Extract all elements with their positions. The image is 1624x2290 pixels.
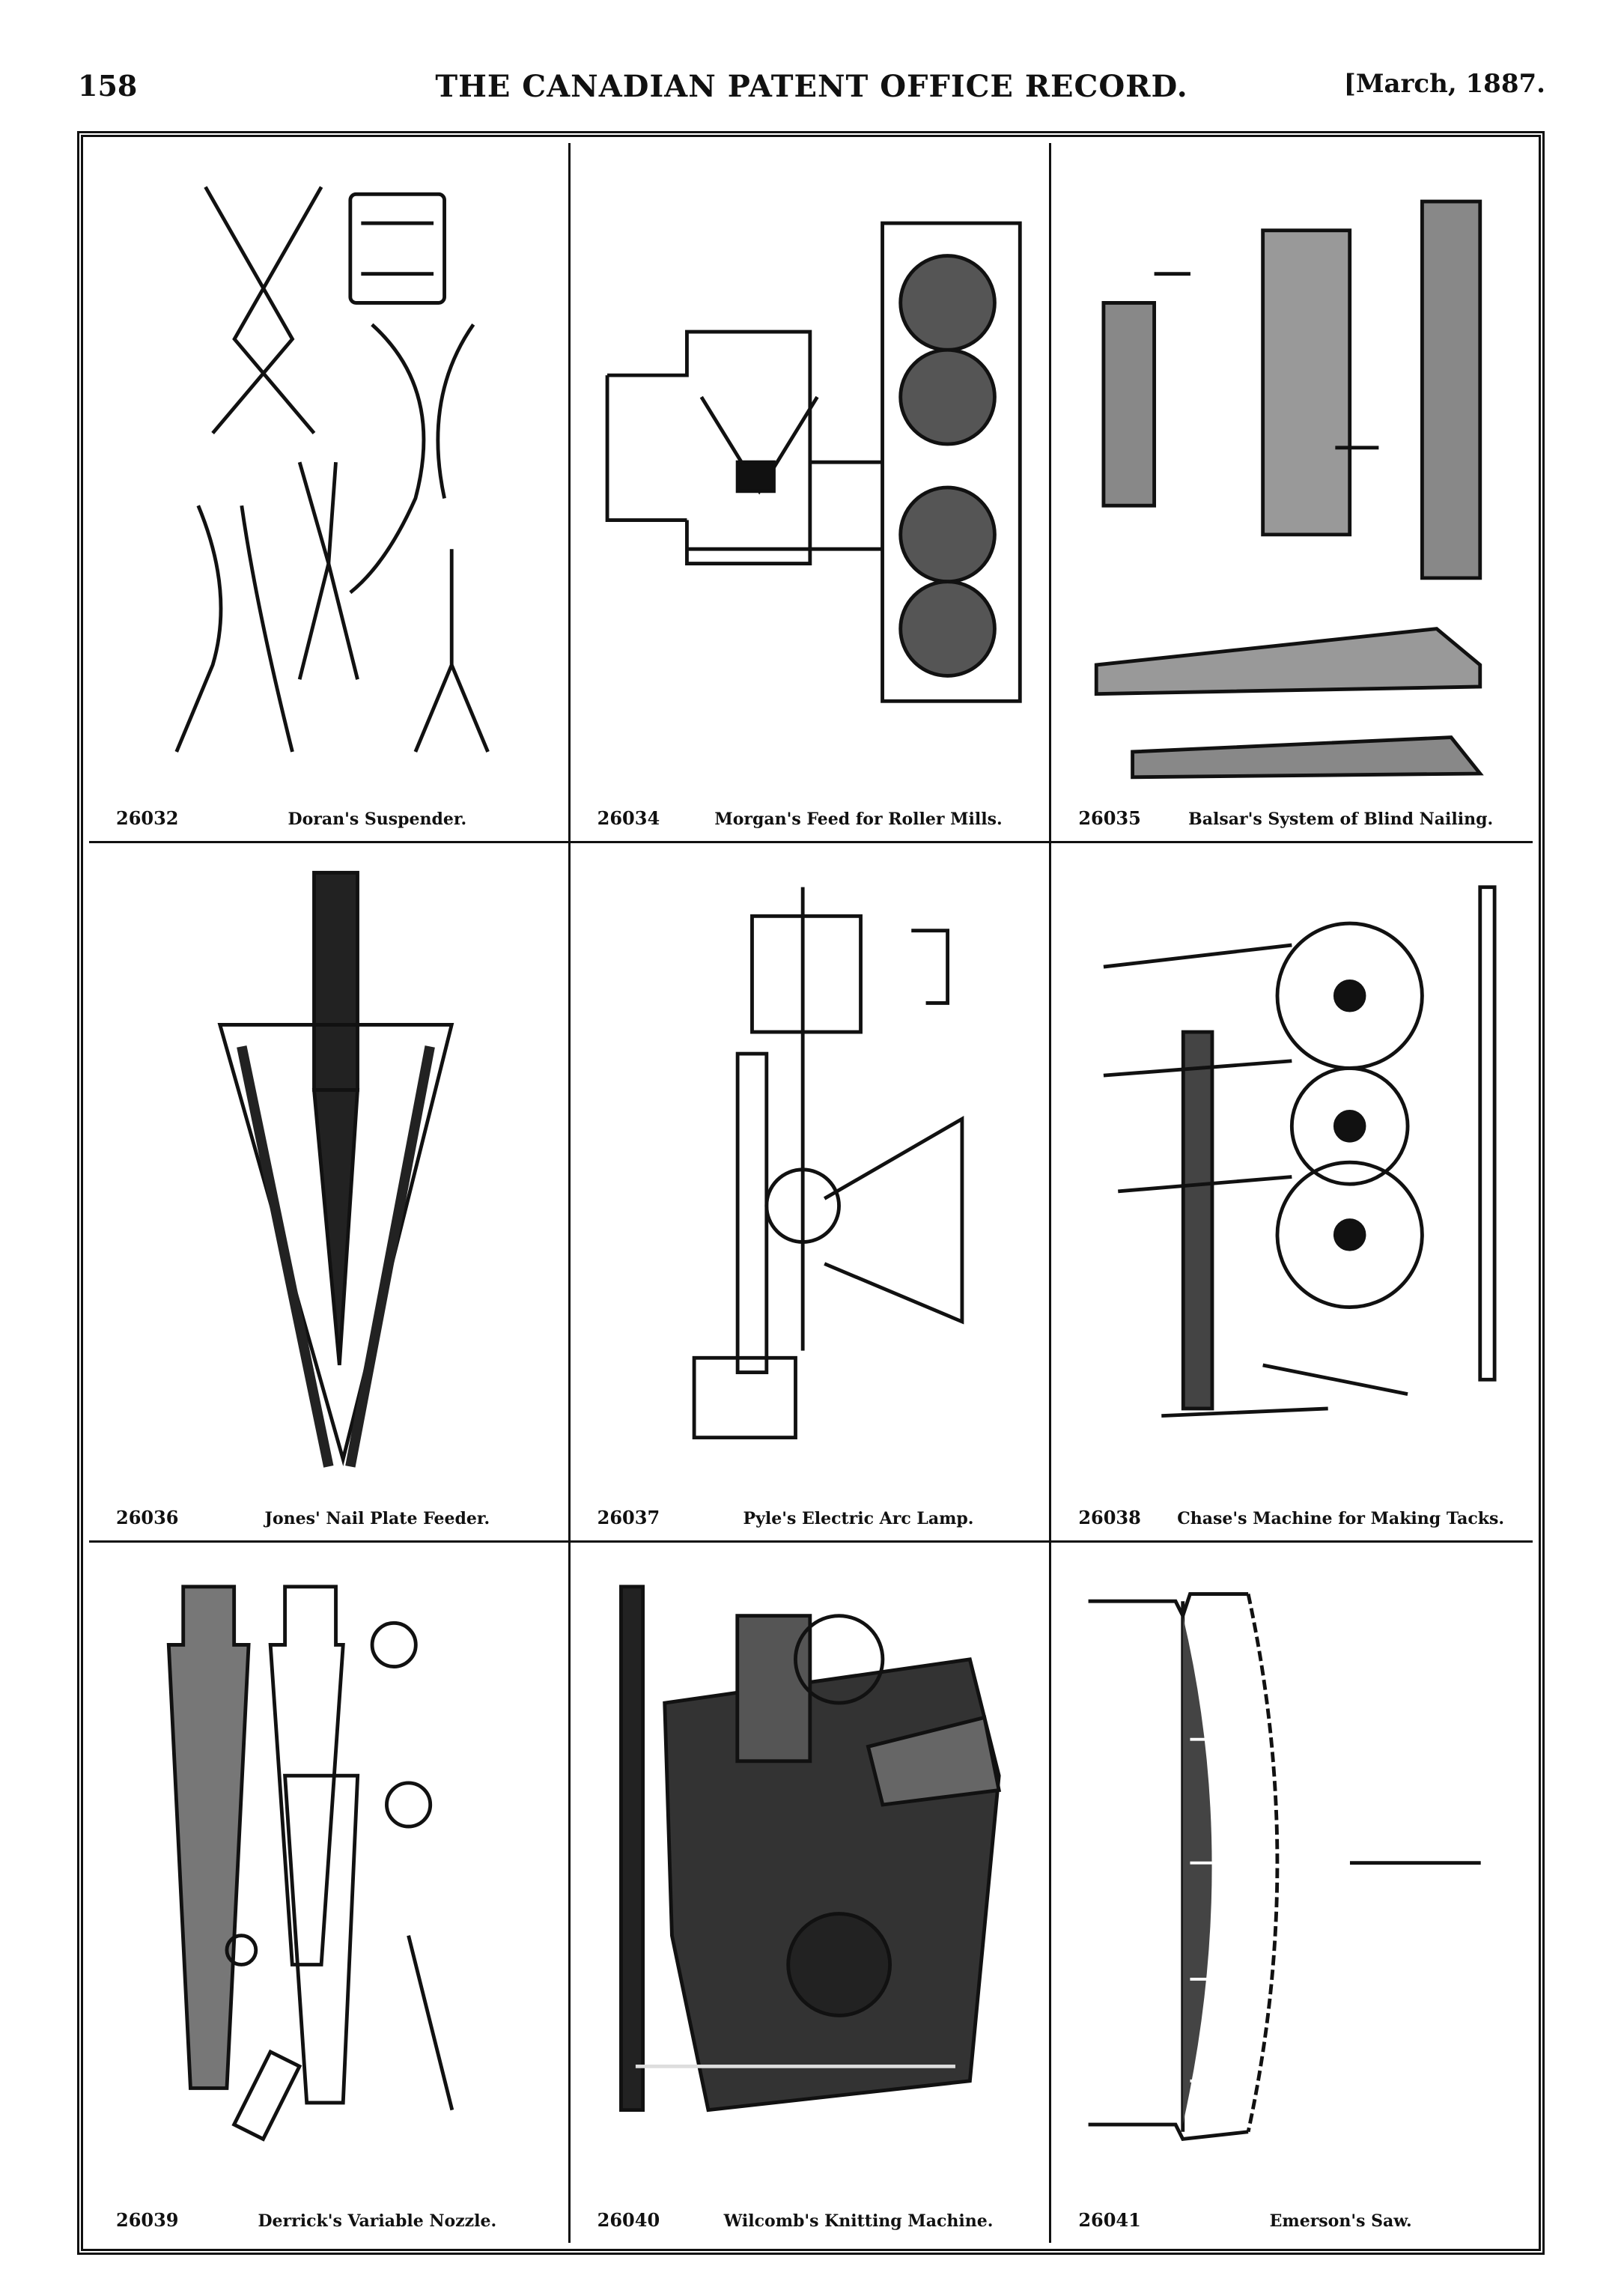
patent-drawing-nail-plate-feeder [104,858,553,1481]
patent-title: Balsar's System of Blind Nailing. [1188,809,1494,829]
patent-drawing-suspender [104,158,553,781]
page-header: 158 THE CANADIAN PATENT OFFICE RECORD. [… [78,69,1545,121]
patent-number: 26039 [116,2209,179,2231]
patent-number: 26040 [597,2209,660,2231]
patent-cell: 26032 Doran's Suspender. [89,143,571,843]
patent-caption: 26032 Doran's Suspender. [89,799,568,829]
patent-drawing-arc-lamp [586,858,1035,1481]
patent-title: Wilcomb's Knitting Machine. [723,2211,994,2231]
patent-title: Emerson's Saw. [1269,2211,1412,2231]
issue-date: [March, 1887. [1343,69,1545,99]
patent-caption: 26038 Chase's Machine for Making Tacks. [1051,1498,1533,1528]
patent-number: 26036 [116,1507,179,1529]
patent-number: 26032 [116,807,179,829]
patent-title: Morgan's Feed for Roller Mills. [714,809,1003,829]
patent-drawing-roller-mill [586,158,1035,781]
patent-cell: 26037 Pyle's Electric Arc Lamp. [570,842,1052,1543]
patent-title: Jones' Nail Plate Feeder. [264,1509,490,1529]
patent-number: 26037 [597,1507,660,1529]
patent-cell: 26039 Derrick's Variable Nozzle. [89,1543,571,2243]
patent-number: 26038 [1078,1507,1141,1529]
patent-grid: 26032 Doran's Suspender. 26034 Morgan [89,143,1533,2243]
patent-caption: 26037 Pyle's Electric Arc Lamp. [571,1498,1050,1528]
patent-title: Doran's Suspender. [288,809,467,829]
journal-title: THE CANADIAN PATENT OFFICE RECORD. [435,69,1188,104]
patent-number: 26034 [597,807,660,829]
patent-title: Chase's Machine for Making Tacks. [1177,1509,1505,1529]
patent-drawing-tack-machine [1066,858,1518,1481]
patent-drawing-variable-nozzle [104,1558,553,2183]
patent-cell: 26034 Morgan's Feed for Roller Mills. [570,143,1052,843]
patent-drawing-saw [1066,1558,1518,2183]
patent-caption: 26039 Derrick's Variable Nozzle. [89,2201,568,2231]
patent-caption: 26041 Emerson's Saw. [1051,2201,1533,2231]
patent-caption: 26036 Jones' Nail Plate Feeder. [89,1498,568,1528]
patent-drawing-knitting-machine [586,1558,1035,2183]
patent-title: Derrick's Variable Nozzle. [258,2211,497,2231]
patent-title: Pyle's Electric Arc Lamp. [743,1509,974,1529]
patent-cell: 26038 Chase's Machine for Making Tacks. [1051,843,1533,1543]
page-number: 158 [78,69,138,103]
patent-plate-frame: 26032 Doran's Suspender. 26034 Morgan [77,131,1545,2255]
patent-caption: 26035 Balsar's System of Blind Nailing. [1051,799,1533,829]
patent-cell: 26035 Balsar's System of Blind Nailing. [1051,143,1533,843]
patent-drawing-blind-nailing [1066,158,1518,781]
patent-caption: 26040 Wilcomb's Knitting Machine. [571,2201,1050,2231]
patent-cell: 26040 Wilcomb's Knitting Machine. [571,1543,1052,2243]
patent-number: 26041 [1078,2209,1141,2231]
patent-cell: 26036 Jones' Nail Plate Feeder. [89,842,571,1543]
patent-cell: 26041 Emerson's Saw. [1051,1543,1533,2243]
patent-caption: 26034 Morgan's Feed for Roller Mills. [571,799,1050,829]
patent-number: 26035 [1078,807,1141,829]
